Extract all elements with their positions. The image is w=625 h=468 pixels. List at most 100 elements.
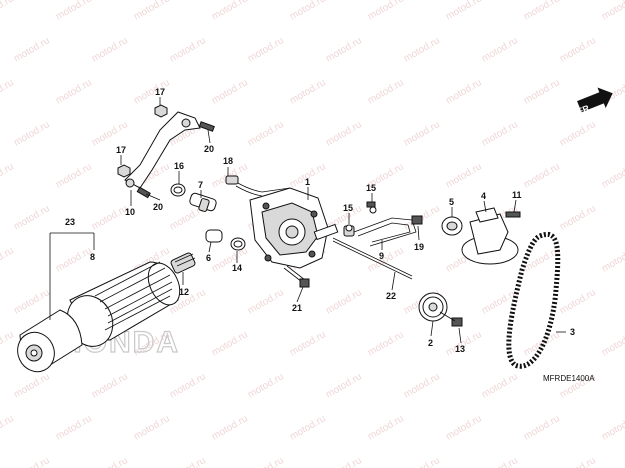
watermark-text: motod.ru <box>90 35 130 64</box>
watermark-text: motod.ru <box>0 161 16 190</box>
watermark-text: motod.ru <box>600 161 625 190</box>
watermark-text: motod.ru <box>480 455 520 468</box>
callout-5: 5 <box>449 197 454 207</box>
watermark-text: motod.ru <box>522 413 562 442</box>
callout-4: 4 <box>481 191 486 201</box>
oil-pipe-bracket <box>117 104 215 199</box>
watermark-text: motod.ru <box>210 329 250 358</box>
watermark-text: motod.ru <box>12 287 52 316</box>
watermark-text: motod.ru <box>12 203 52 232</box>
watermark-text: motod.ru <box>132 77 172 106</box>
watermark-text: motod.ru <box>402 35 442 64</box>
callout-12: 12 <box>179 287 189 297</box>
watermark-text: motod.ru <box>558 287 598 316</box>
callout-17-upper: 17 <box>155 87 165 97</box>
oil-pump <box>225 175 413 288</box>
watermark-text: motod.ru <box>324 371 364 400</box>
watermark-text: motod.ru <box>168 35 208 64</box>
watermark-text: motod.ru <box>90 203 130 232</box>
callouts: 1 2 3 4 5 6 7 8 9 10 11 12 13 14 15 15 1… <box>65 87 575 354</box>
watermark-text: motod.ru <box>0 245 16 274</box>
watermark-text: motod.ru <box>90 371 130 400</box>
watermark-text: motod.ru <box>12 371 52 400</box>
oil-strainer <box>441 207 521 265</box>
watermark-text: motod.ru <box>210 77 250 106</box>
watermark-text: motod.ru <box>288 77 328 106</box>
watermark-text: motod.ru <box>246 371 286 400</box>
callout-11: 11 <box>512 190 522 200</box>
watermark-text: motod.ru <box>444 161 484 190</box>
watermark-text: motod.ru <box>246 35 286 64</box>
callout-3: 3 <box>570 327 575 337</box>
watermark-text: motod.ru <box>558 455 598 468</box>
watermark-text: motod.ru <box>210 0 250 23</box>
watermark-text: motod.ru <box>444 0 484 23</box>
callout-15-upper: 15 <box>366 183 376 193</box>
watermark-text: motod.ru <box>54 161 94 190</box>
leader-lines <box>120 97 566 344</box>
callout-23: 23 <box>65 217 75 227</box>
watermark-text: motod.ru <box>366 0 406 23</box>
watermark-text: motod.ru <box>522 0 562 23</box>
watermark-text: motod.ru <box>480 371 520 400</box>
watermark-text: motod.ru <box>288 0 328 23</box>
diagram-code: MFRDE1400A <box>543 374 595 383</box>
watermark-text: motod.ru <box>600 413 625 442</box>
callout-20-upper: 20 <box>204 144 214 154</box>
callout-19: 19 <box>414 242 424 252</box>
watermark-text: motod.ru <box>366 329 406 358</box>
watermark-text: motod.ru <box>12 455 52 468</box>
watermark-text: motod.ru <box>558 203 598 232</box>
callout-6: 6 <box>206 253 211 263</box>
dowels-and-orings <box>170 183 246 251</box>
watermark-text: motod.ru <box>402 119 442 148</box>
watermark-text: motod.ru <box>90 455 130 468</box>
watermark-text: motod.ru <box>168 455 208 468</box>
callout-2: 2 <box>428 338 433 348</box>
watermark-text: motod.ru <box>600 0 625 23</box>
watermark-text: motod.ru <box>444 413 484 442</box>
watermark-text: motod.ru <box>0 0 16 23</box>
callout-21: 21 <box>292 303 302 313</box>
watermark-text: motod.ru <box>288 413 328 442</box>
callout-20-lower: 20 <box>153 202 163 212</box>
watermark-text: motod.ru <box>0 413 16 442</box>
watermark-text: motod.ru <box>324 35 364 64</box>
callout-15-lower: 15 <box>343 203 353 213</box>
watermark-text: motod.ru <box>0 329 16 358</box>
callout-10: 10 <box>125 207 135 217</box>
watermark-text: motod.ru <box>210 413 250 442</box>
watermark-text: motod.ru <box>54 77 94 106</box>
watermark-text: motod.ru <box>402 371 442 400</box>
callout-14: 14 <box>232 263 242 273</box>
watermark-text: motod.ru <box>0 77 16 106</box>
watermark-text: motod.ru <box>324 287 364 316</box>
watermark-text: motod.ru <box>558 35 598 64</box>
watermark-text: motod.ru <box>288 329 328 358</box>
watermark-text: motod.ru <box>480 35 520 64</box>
watermark-text: motod.ru <box>246 287 286 316</box>
watermark-text: motod.ru <box>324 119 364 148</box>
watermark-text: motod.ru <box>600 329 625 358</box>
watermark-text: motod.ru <box>402 455 442 468</box>
watermark-text: motod.ru <box>54 245 94 274</box>
watermark-text: motod.ru <box>366 77 406 106</box>
watermark-text: motod.ru <box>132 413 172 442</box>
callout-13: 13 <box>455 344 465 354</box>
callout-18: 18 <box>223 156 233 166</box>
drive-sprocket <box>418 292 463 327</box>
watermark-text: motod.ru <box>210 245 250 274</box>
watermark-text: motod.ru <box>522 161 562 190</box>
watermark-text: motod.ru <box>522 77 562 106</box>
callout-1: 1 <box>305 177 310 187</box>
watermark-text: motod.ru <box>366 413 406 442</box>
watermark-text: motod.ru <box>132 0 172 23</box>
callout-9: 9 <box>379 251 384 261</box>
oil-filter <box>17 252 196 373</box>
watermark-text: motod.ru <box>12 35 52 64</box>
callout-8: 8 <box>90 252 95 262</box>
watermark-text: motod.ru <box>600 245 625 274</box>
watermark-text: motod.ru <box>480 119 520 148</box>
watermark-text: motod.ru <box>324 455 364 468</box>
